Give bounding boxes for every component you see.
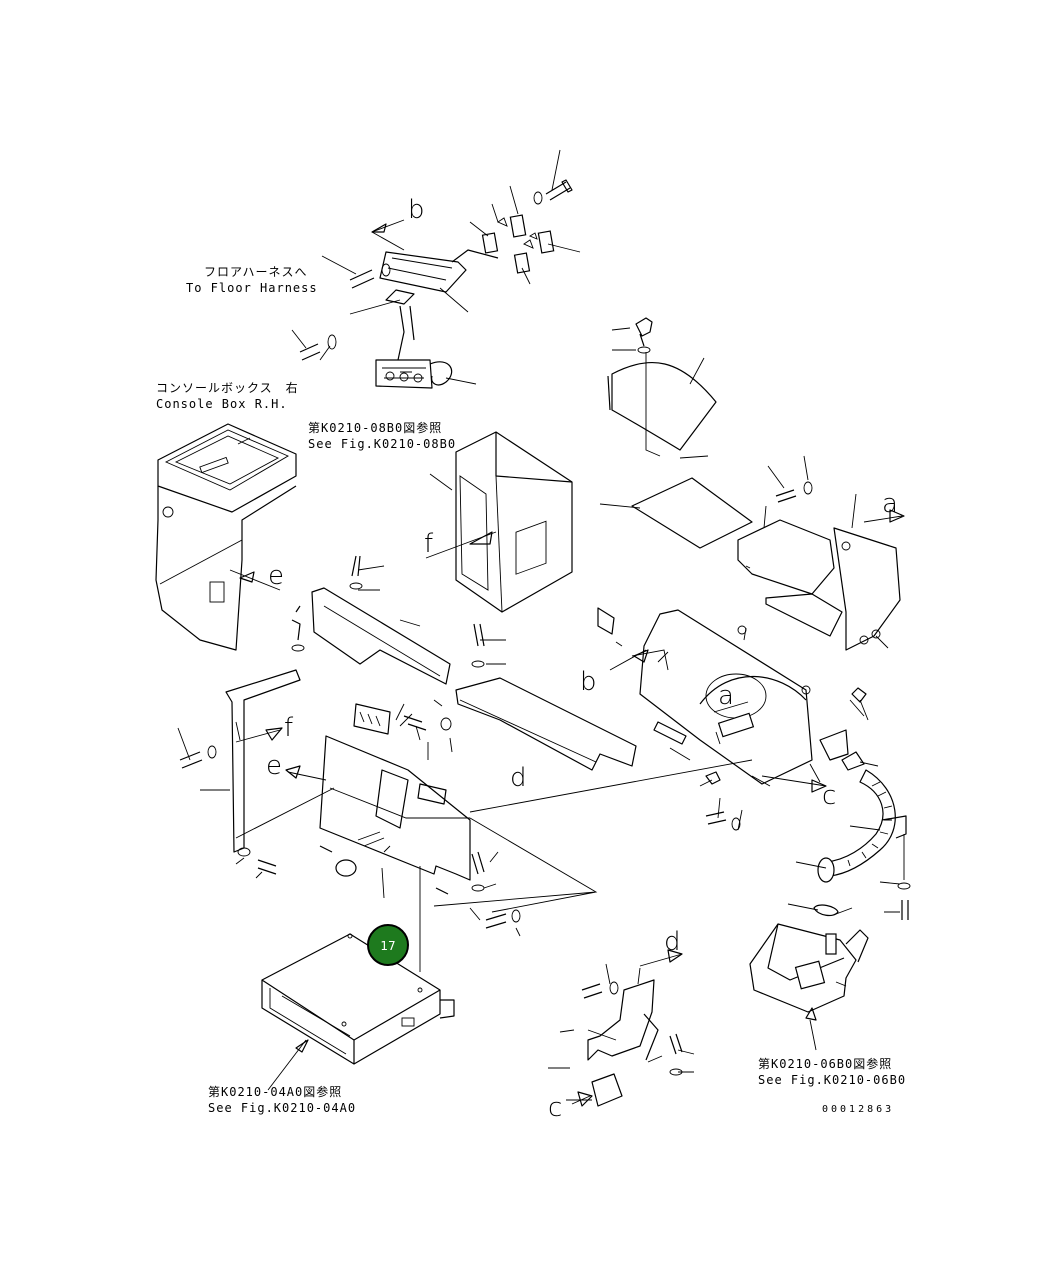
arrow-letter-e-console: e [268,561,284,591]
callout-badge-17[interactable]: 17 [367,924,409,966]
middle-brackets [291,555,865,793]
arrow-letter-a-right: a [882,489,898,519]
bottom-center-bracket [548,949,695,1107]
bottom-left-box-04a0 [261,933,455,1091]
ref-04a0-label-jp: 第K0210-04A0図参照 [208,1084,342,1099]
arrow-letter-f-left: f [284,713,294,743]
arrow-letter-c-bottom: c [548,1093,562,1123]
arrow-letter-b-mid: b [580,667,597,697]
console-box-label-en: Console Box R.H. [156,397,288,411]
callout-badge-circle [367,924,409,966]
arrow-letter-b-top: b [408,195,425,225]
drawing-number: 00012863 [822,1104,894,1115]
right-side-covers [737,455,905,651]
ref-04a0-label-en: See Fig.K0210-04A0 [208,1101,356,1115]
floor-harness-label-jp: フロアハーネスへ [204,265,308,279]
ref-06b0-label-jp: 第K0210-06B0図参照 [758,1056,892,1071]
arrow-letter-a-mid: a [718,681,734,711]
duct-hose-and-box-06b0 [699,687,911,1051]
ref-06b0-label-en: See Fig.K0210-06B0 [758,1073,906,1087]
arrow-letter-c-right: c [822,781,836,811]
ref-08b0-label-en: See Fig.K0210-08B0 [308,437,456,451]
center-box-08b0 [425,431,573,613]
floor-harness-assembly [291,149,581,389]
console-box-label-jp: コンソールボックス 右 [156,380,299,395]
callout-badge-number: 17 [380,939,395,953]
arrow-letter-d-mid: d [510,763,527,793]
arrow-letter-e-left: e [266,751,282,781]
top-cover-plate [599,317,753,549]
front-panel-and-strip [177,669,753,972]
console-box-rh [155,423,297,651]
arrow-letter-f-center: f [424,529,434,559]
arrow-letter-d-bottom: d [664,927,681,957]
floor-harness-label-en: To Floor Harness [186,281,318,295]
annotations: フロアハーネスへ To Floor Harness コンソールボックス 右 Co… [156,195,906,1123]
ref-08b0-label-jp: 第K0210-08B0図参照 [308,420,442,435]
